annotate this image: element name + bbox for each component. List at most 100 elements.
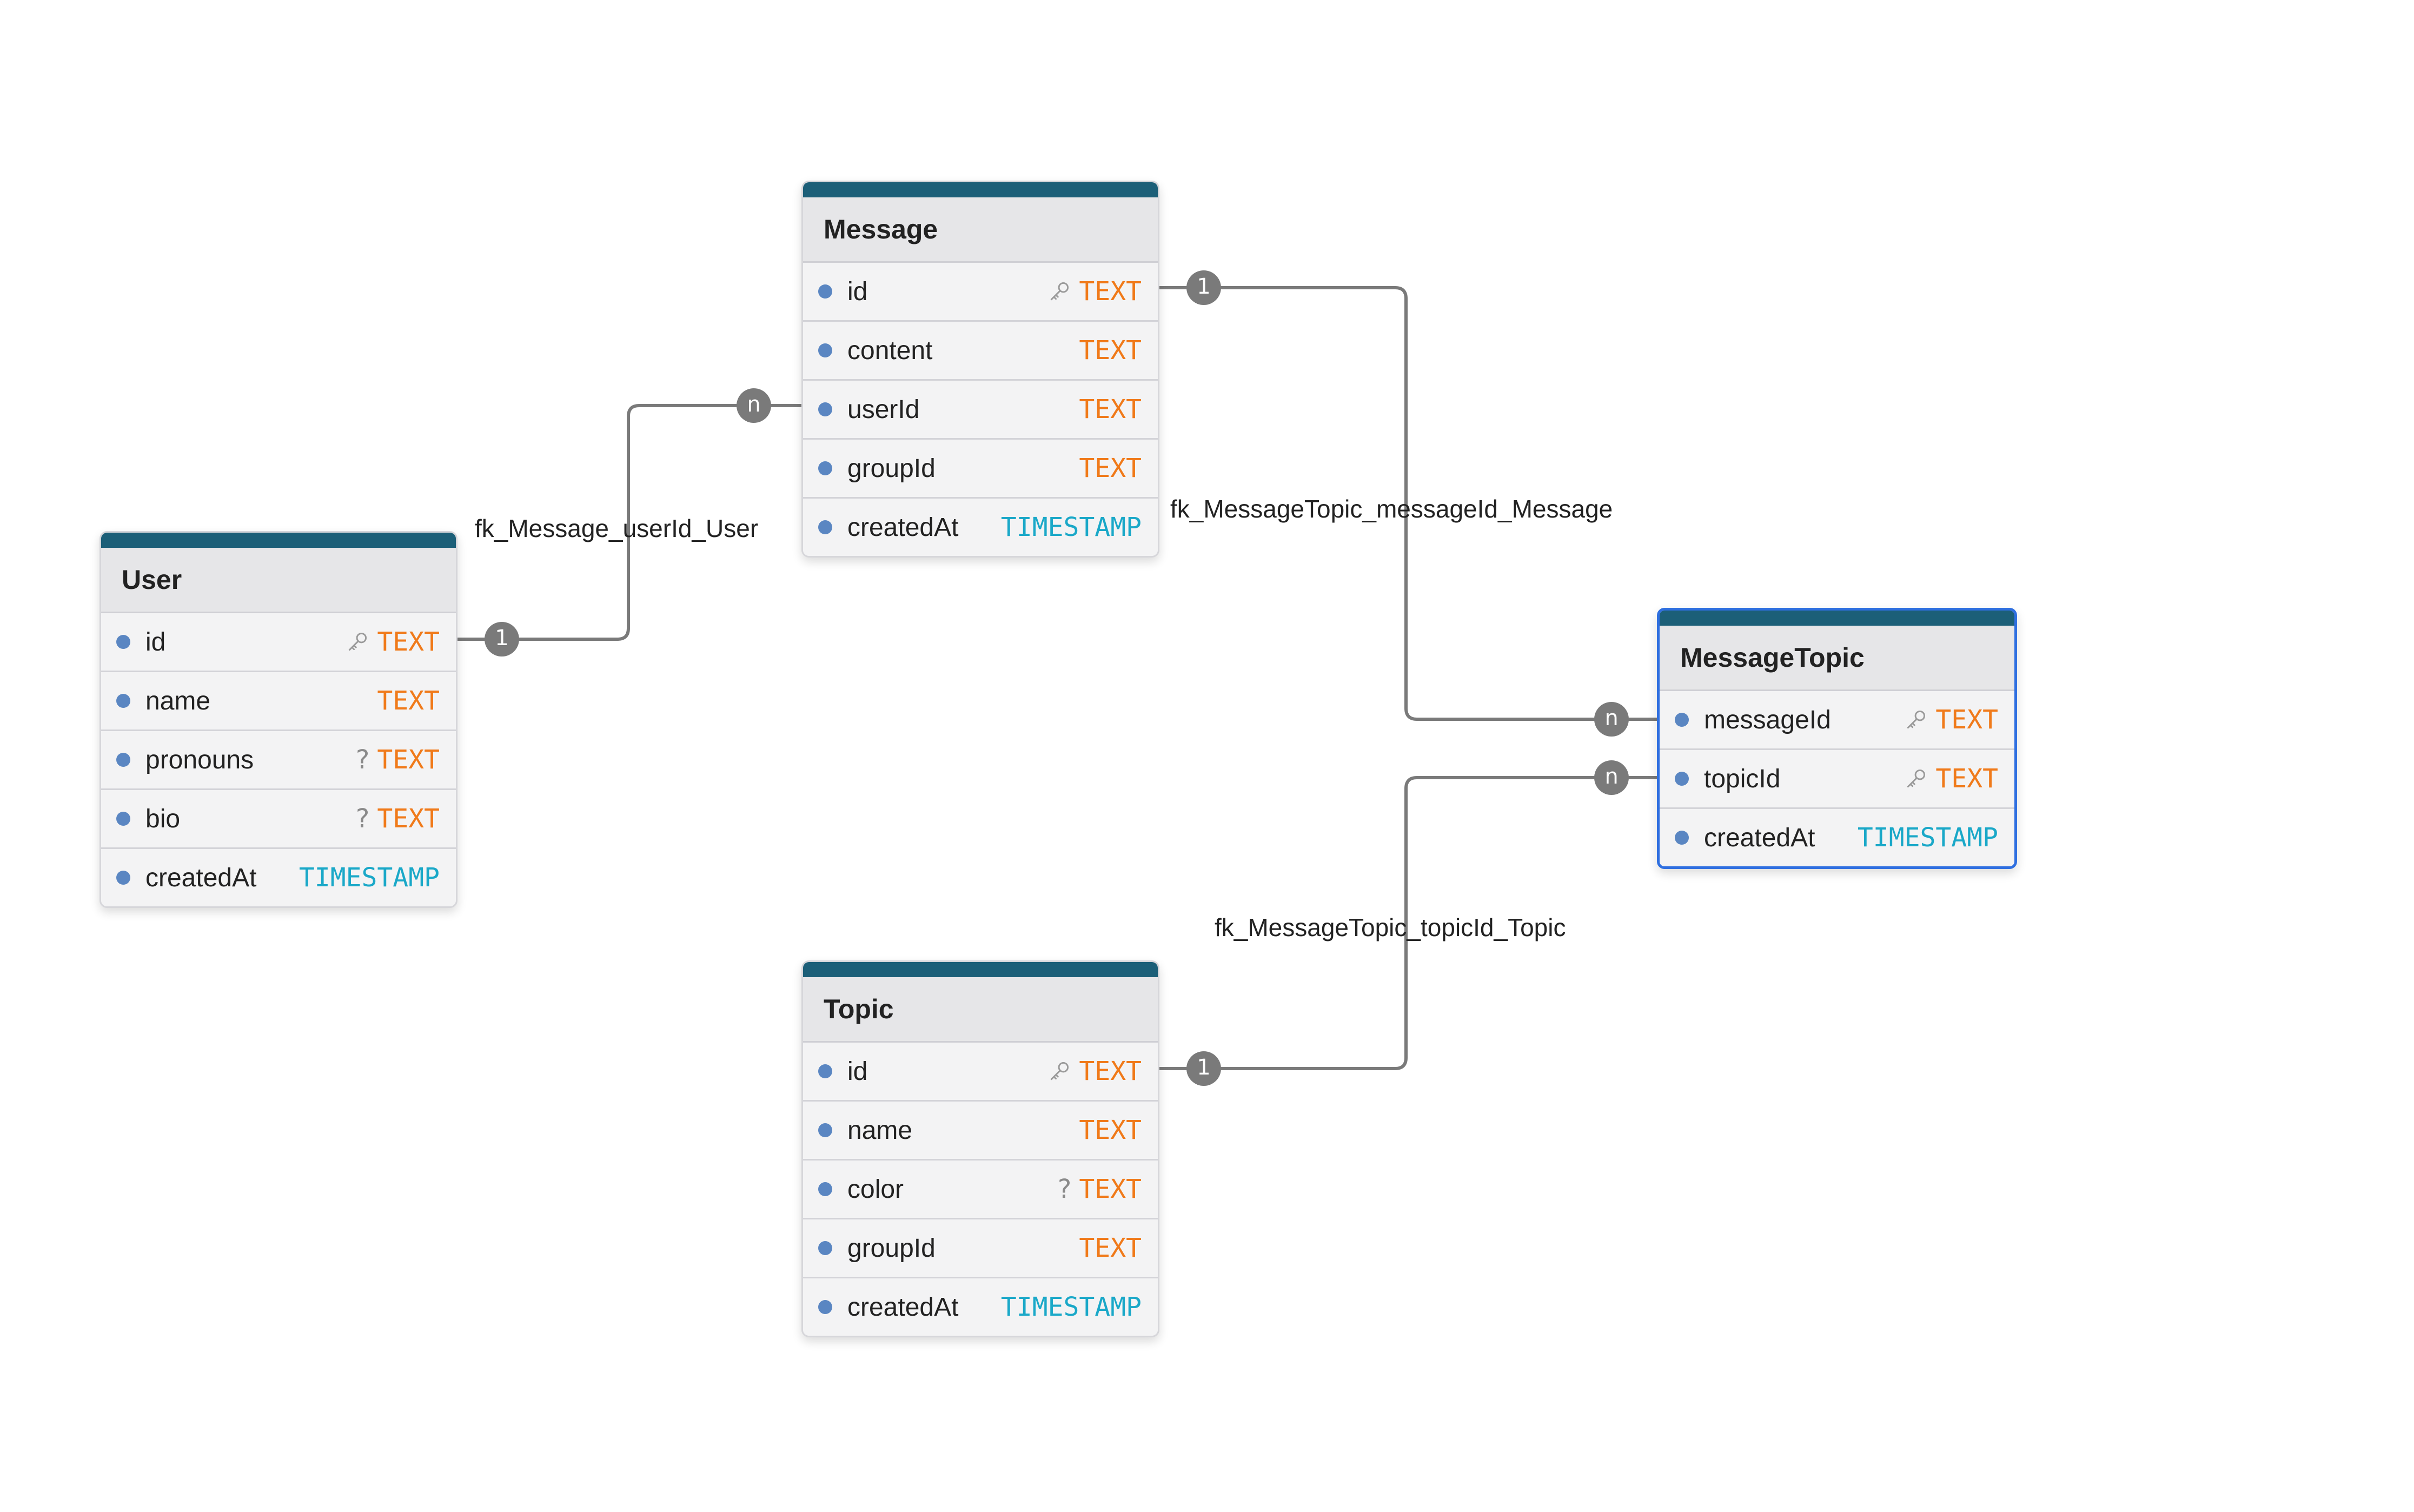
column-type: TEXT xyxy=(1935,764,1998,794)
nullable-icon: ? xyxy=(355,804,370,834)
cardinality-badge-many: n xyxy=(1594,760,1629,795)
column-row[interactable]: name TEXT xyxy=(101,672,456,731)
column-dot-icon xyxy=(818,461,832,475)
column-dot-icon xyxy=(818,284,832,299)
column-dot-icon xyxy=(116,694,130,708)
column-row[interactable]: color?TEXT xyxy=(803,1160,1158,1219)
edge-label[interactable]: fk_MessageTopic_messageId_Message xyxy=(1170,495,1613,523)
column-meta: TIMESTAMP xyxy=(1858,823,1998,853)
key-icon xyxy=(1047,280,1071,303)
nullable-icon: ? xyxy=(355,745,370,775)
column-dot-icon xyxy=(818,1300,832,1314)
column-dot-icon xyxy=(1675,772,1689,786)
column-type: TIMESTAMP xyxy=(1857,823,1998,853)
column-type: TEXT xyxy=(1079,453,1142,483)
column-meta: TEXT xyxy=(1079,335,1142,366)
key-icon xyxy=(346,630,369,654)
column-row[interactable]: id TEXT xyxy=(101,613,456,672)
column-dot-icon xyxy=(818,402,832,416)
column-dot-icon xyxy=(818,1241,832,1255)
column-name: name xyxy=(847,1116,913,1145)
column-row[interactable]: bio ?TEXT xyxy=(101,790,456,849)
column-name: name xyxy=(145,686,211,715)
column-meta: TEXT xyxy=(1079,394,1142,425)
column-row[interactable]: content TEXT xyxy=(803,322,1158,381)
column-name: color xyxy=(847,1175,904,1204)
column-meta: ?TEXT xyxy=(356,804,440,834)
column-meta: TIMESTAMP xyxy=(1001,1292,1142,1322)
key-icon xyxy=(1904,708,1928,732)
column-row[interactable]: id TEXT xyxy=(803,1043,1158,1102)
column-name: groupId xyxy=(847,454,936,483)
column-dot-icon xyxy=(818,1182,832,1196)
column-dot-icon xyxy=(818,1123,832,1137)
column-meta: TIMESTAMP xyxy=(1001,512,1142,542)
table-color-bar xyxy=(803,182,1158,197)
column-row[interactable]: userId TEXT xyxy=(803,381,1158,440)
column-meta: TEXT xyxy=(1904,764,1998,794)
column-type: TIMESTAMP xyxy=(1000,512,1142,542)
column-type: TIMESTAMP xyxy=(1000,1292,1142,1322)
edge-label[interactable]: fk_Message_userId_User xyxy=(475,514,759,542)
column-name: content xyxy=(847,336,933,365)
cardinality-badge-one: 1 xyxy=(1186,1051,1221,1086)
column-dot-icon xyxy=(116,812,130,826)
column-type: TEXT xyxy=(1079,1233,1142,1263)
column-row[interactable]: messageId TEXT xyxy=(1660,691,2014,750)
column-type: TEXT xyxy=(377,745,440,775)
column-meta: TEXT xyxy=(346,627,440,657)
column-dot-icon xyxy=(116,871,130,885)
column-dot-icon xyxy=(818,520,832,534)
column-name: groupId xyxy=(847,1234,936,1263)
column-name: userId xyxy=(847,395,920,424)
table-title[interactable]: MessageTopic xyxy=(1660,626,2014,691)
column-name: createdAt xyxy=(847,513,959,542)
column-dot-icon xyxy=(116,753,130,767)
column-name: createdAt xyxy=(1704,823,1815,852)
column-row[interactable]: name TEXT xyxy=(803,1102,1158,1160)
column-row[interactable]: groupId TEXT xyxy=(803,1219,1158,1278)
column-row[interactable]: topicId TEXT xyxy=(1660,750,2014,809)
cardinality-badge-one: 1 xyxy=(1186,270,1221,305)
column-name: topicId xyxy=(1704,764,1781,793)
column-row[interactable]: groupId TEXT xyxy=(803,440,1158,499)
column-type: TEXT xyxy=(1935,705,1998,735)
column-type: TEXT xyxy=(1079,394,1142,425)
table-title[interactable]: Message xyxy=(803,197,1158,263)
column-name: id xyxy=(847,1057,868,1086)
column-dot-icon xyxy=(116,635,130,649)
svg-text:1: 1 xyxy=(495,626,508,651)
column-meta: ?TEXT xyxy=(356,745,440,775)
column-row[interactable]: createdAt TIMESTAMP xyxy=(101,849,456,906)
column-name: id xyxy=(145,627,166,656)
column-type: TEXT xyxy=(377,686,440,716)
column-name: createdAt xyxy=(145,863,257,892)
table-title[interactable]: User xyxy=(101,548,456,613)
svg-text:1: 1 xyxy=(1197,1055,1210,1080)
column-type: TEXT xyxy=(1079,335,1142,366)
column-name: messageId xyxy=(1704,705,1831,734)
column-meta: TEXT xyxy=(1079,1115,1142,1145)
column-row[interactable]: createdAt TIMESTAMP xyxy=(803,499,1158,556)
column-name: id xyxy=(847,277,868,306)
cardinality-badge-one: 1 xyxy=(485,622,519,656)
edge-label[interactable]: fk_MessageTopic_topicId_Topic xyxy=(1215,913,1566,941)
table-title[interactable]: Topic xyxy=(803,977,1158,1043)
column-dot-icon xyxy=(818,1064,832,1078)
column-type: TIMESTAMP xyxy=(299,863,440,893)
column-name: bio xyxy=(145,804,181,833)
svg-text:1: 1 xyxy=(1197,274,1210,299)
column-row[interactable]: pronouns?TEXT xyxy=(101,731,456,790)
column-type: TEXT xyxy=(1079,1056,1142,1086)
column-row[interactable]: createdAt TIMESTAMP xyxy=(1660,809,2014,866)
